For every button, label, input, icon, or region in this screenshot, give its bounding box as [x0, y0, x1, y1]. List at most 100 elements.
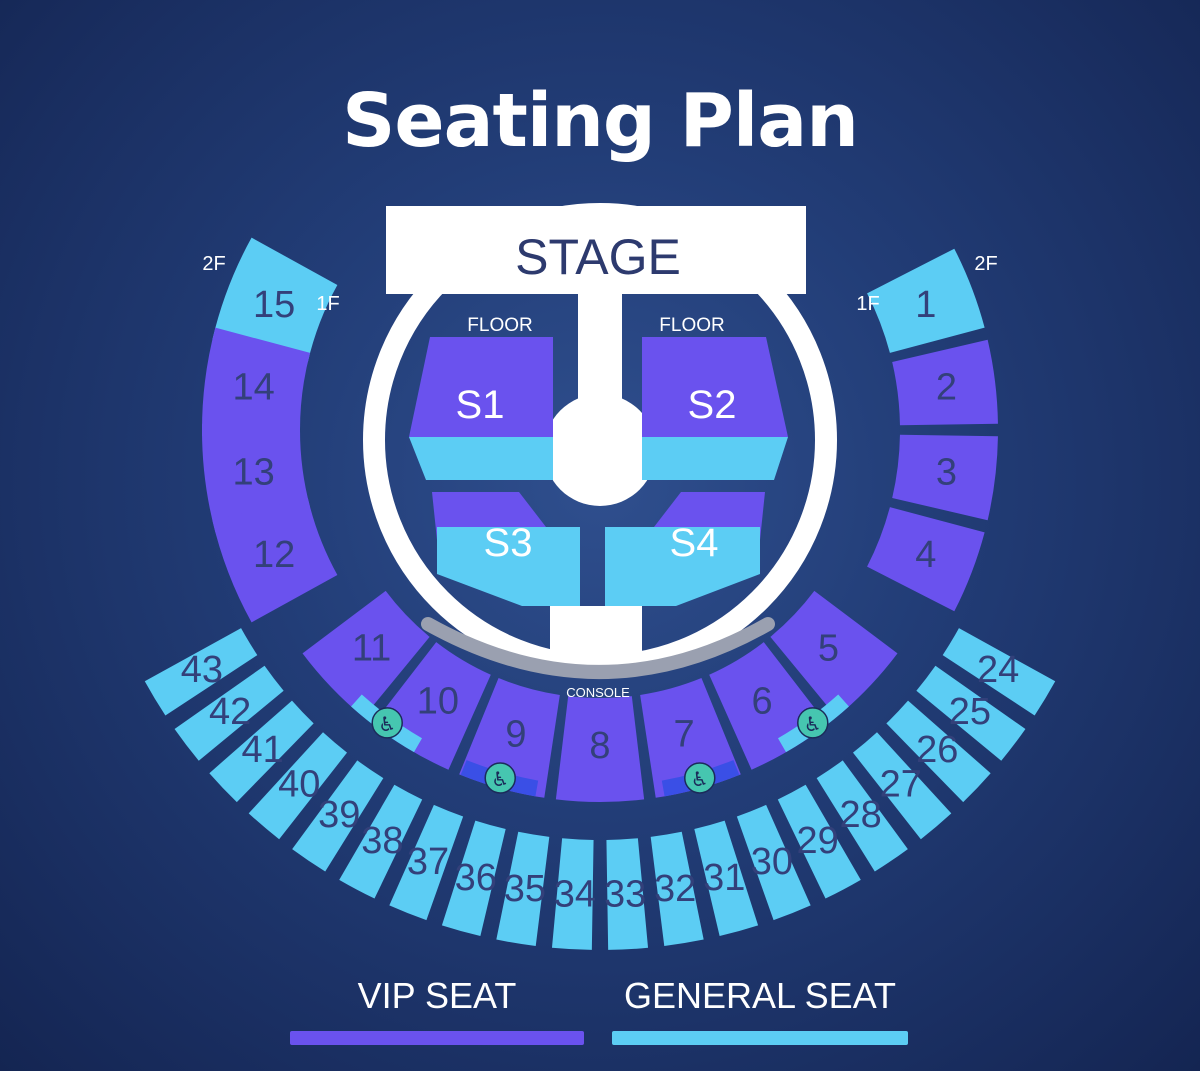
section-36-label: 36: [455, 857, 497, 899]
wheelchair-icon: [484, 762, 516, 794]
section-28[interactable]: [816, 760, 908, 872]
section-14-label: 14: [232, 366, 274, 408]
wheelchair-glyph: ♿: [491, 767, 509, 791]
section-5[interactable]: [770, 590, 898, 718]
section-35-label: 35: [504, 868, 546, 910]
section-37-label: 37: [407, 841, 449, 883]
section-39[interactable]: [292, 760, 384, 872]
section-38[interactable]: [339, 784, 423, 899]
section-2[interactable]: [892, 339, 998, 426]
section-15[interactable]: [212, 237, 338, 363]
section-3[interactable]: [892, 434, 998, 521]
stage-label: STAGE: [515, 229, 681, 285]
section-12-label: 12: [253, 534, 295, 576]
section-15-label: 15: [253, 284, 295, 326]
legend-general-bar: [612, 1031, 908, 1045]
section-14[interactable]: [202, 327, 311, 437]
section-41[interactable]: [209, 700, 314, 803]
section-31-label: 31: [703, 857, 745, 899]
level-1f-right: 1F: [856, 293, 879, 315]
section-34-label: 34: [554, 873, 596, 915]
center-stage: [544, 394, 656, 506]
level-1f-left: 1F: [316, 293, 339, 315]
section-6-label: 6: [752, 680, 773, 722]
legend-vip-label: VIP SEAT: [357, 975, 517, 1016]
floor-section-s4-label: S4: [670, 521, 719, 565]
console-arc: [421, 617, 775, 679]
section-1-label: 1: [915, 284, 936, 326]
section-32[interactable]: [650, 831, 704, 947]
floor-section-s2-label: S2: [688, 383, 737, 427]
section-40-label: 40: [278, 764, 320, 806]
section-5-label: 5: [818, 627, 839, 669]
page-title: Seating Plan: [342, 78, 859, 164]
section-34[interactable]: [551, 838, 594, 950]
section-43[interactable]: [144, 628, 258, 716]
section-37[interactable]: [389, 804, 464, 921]
runway-stem: [578, 280, 622, 400]
wheelchair-glyph: ♿: [691, 767, 709, 791]
section-28-label: 28: [840, 794, 882, 836]
section-4-label: 4: [915, 534, 936, 576]
section-30-label: 30: [751, 841, 793, 883]
section-25[interactable]: [916, 665, 1026, 761]
floor-section-s1[interactable]: [409, 337, 553, 480]
section-33[interactable]: [606, 838, 649, 950]
section-25-label: 25: [949, 691, 991, 733]
legend-general-label: GENERAL SEAT: [623, 975, 897, 1016]
floor-label-right: FLOOR: [659, 315, 724, 336]
section-38-label: 38: [361, 820, 403, 862]
section-39-label: 39: [318, 794, 360, 836]
section-32-label: 32: [654, 868, 696, 910]
floor-section-s1-label: S1: [456, 383, 505, 427]
section-2-label: 2: [936, 366, 957, 408]
section-11-label: 11: [352, 627, 391, 669]
section-10-label: 10: [417, 680, 459, 722]
section-12[interactable]: [212, 497, 338, 623]
section-11[interactable]: [302, 590, 430, 718]
wheelchair-glyph: ♿: [804, 712, 822, 736]
console-label: CONSOLE: [566, 685, 630, 700]
section-26-label: 26: [916, 729, 958, 771]
section-8-label: 8: [589, 725, 610, 767]
section-24[interactable]: [942, 628, 1056, 716]
section-9-label: 9: [505, 714, 526, 756]
wheelchair-icon: [684, 762, 716, 794]
section-4[interactable]: [867, 507, 985, 612]
main-stage: [386, 206, 806, 294]
section-27-label: 27: [880, 764, 922, 806]
section-42[interactable]: [174, 665, 284, 761]
section-40[interactable]: [248, 732, 348, 840]
wheelchair-icon: [371, 707, 403, 739]
wheelchair-zones: ♿ ♿ ♿ ♿: [351, 694, 849, 797]
lower-runway: [550, 606, 642, 666]
floor-section-s2[interactable]: [642, 337, 788, 480]
section-31[interactable]: [694, 820, 759, 937]
section-27[interactable]: [852, 732, 952, 840]
section-35[interactable]: [496, 831, 550, 947]
floor-section-s4[interactable]: [605, 492, 765, 606]
floor-label-left: FLOOR: [467, 315, 532, 336]
section-26[interactable]: [886, 700, 991, 803]
section-24-label: 24: [977, 649, 1019, 691]
level-2f-right: 2F: [974, 253, 997, 275]
floor-section-s3[interactable]: [432, 492, 580, 606]
section-13-label: 13: [232, 452, 274, 494]
level-2f-left: 2F: [202, 253, 225, 275]
section-8[interactable]: [555, 696, 645, 802]
section-1[interactable]: [867, 248, 985, 353]
upper-ring-2f: [144, 628, 1056, 950]
floor-section-s3-label: S3: [484, 521, 533, 565]
section-29[interactable]: [777, 784, 861, 899]
legend-vip-bar: [290, 1031, 584, 1045]
wheelchair-glyph: ♿: [378, 712, 396, 736]
section-33-label: 33: [604, 873, 646, 915]
section-7-label: 7: [673, 714, 694, 756]
section-29-label: 29: [796, 820, 838, 862]
stage-area: [363, 203, 837, 679]
section-30[interactable]: [736, 804, 811, 921]
section-36[interactable]: [441, 820, 506, 937]
wheelchair-icon: [797, 707, 829, 739]
